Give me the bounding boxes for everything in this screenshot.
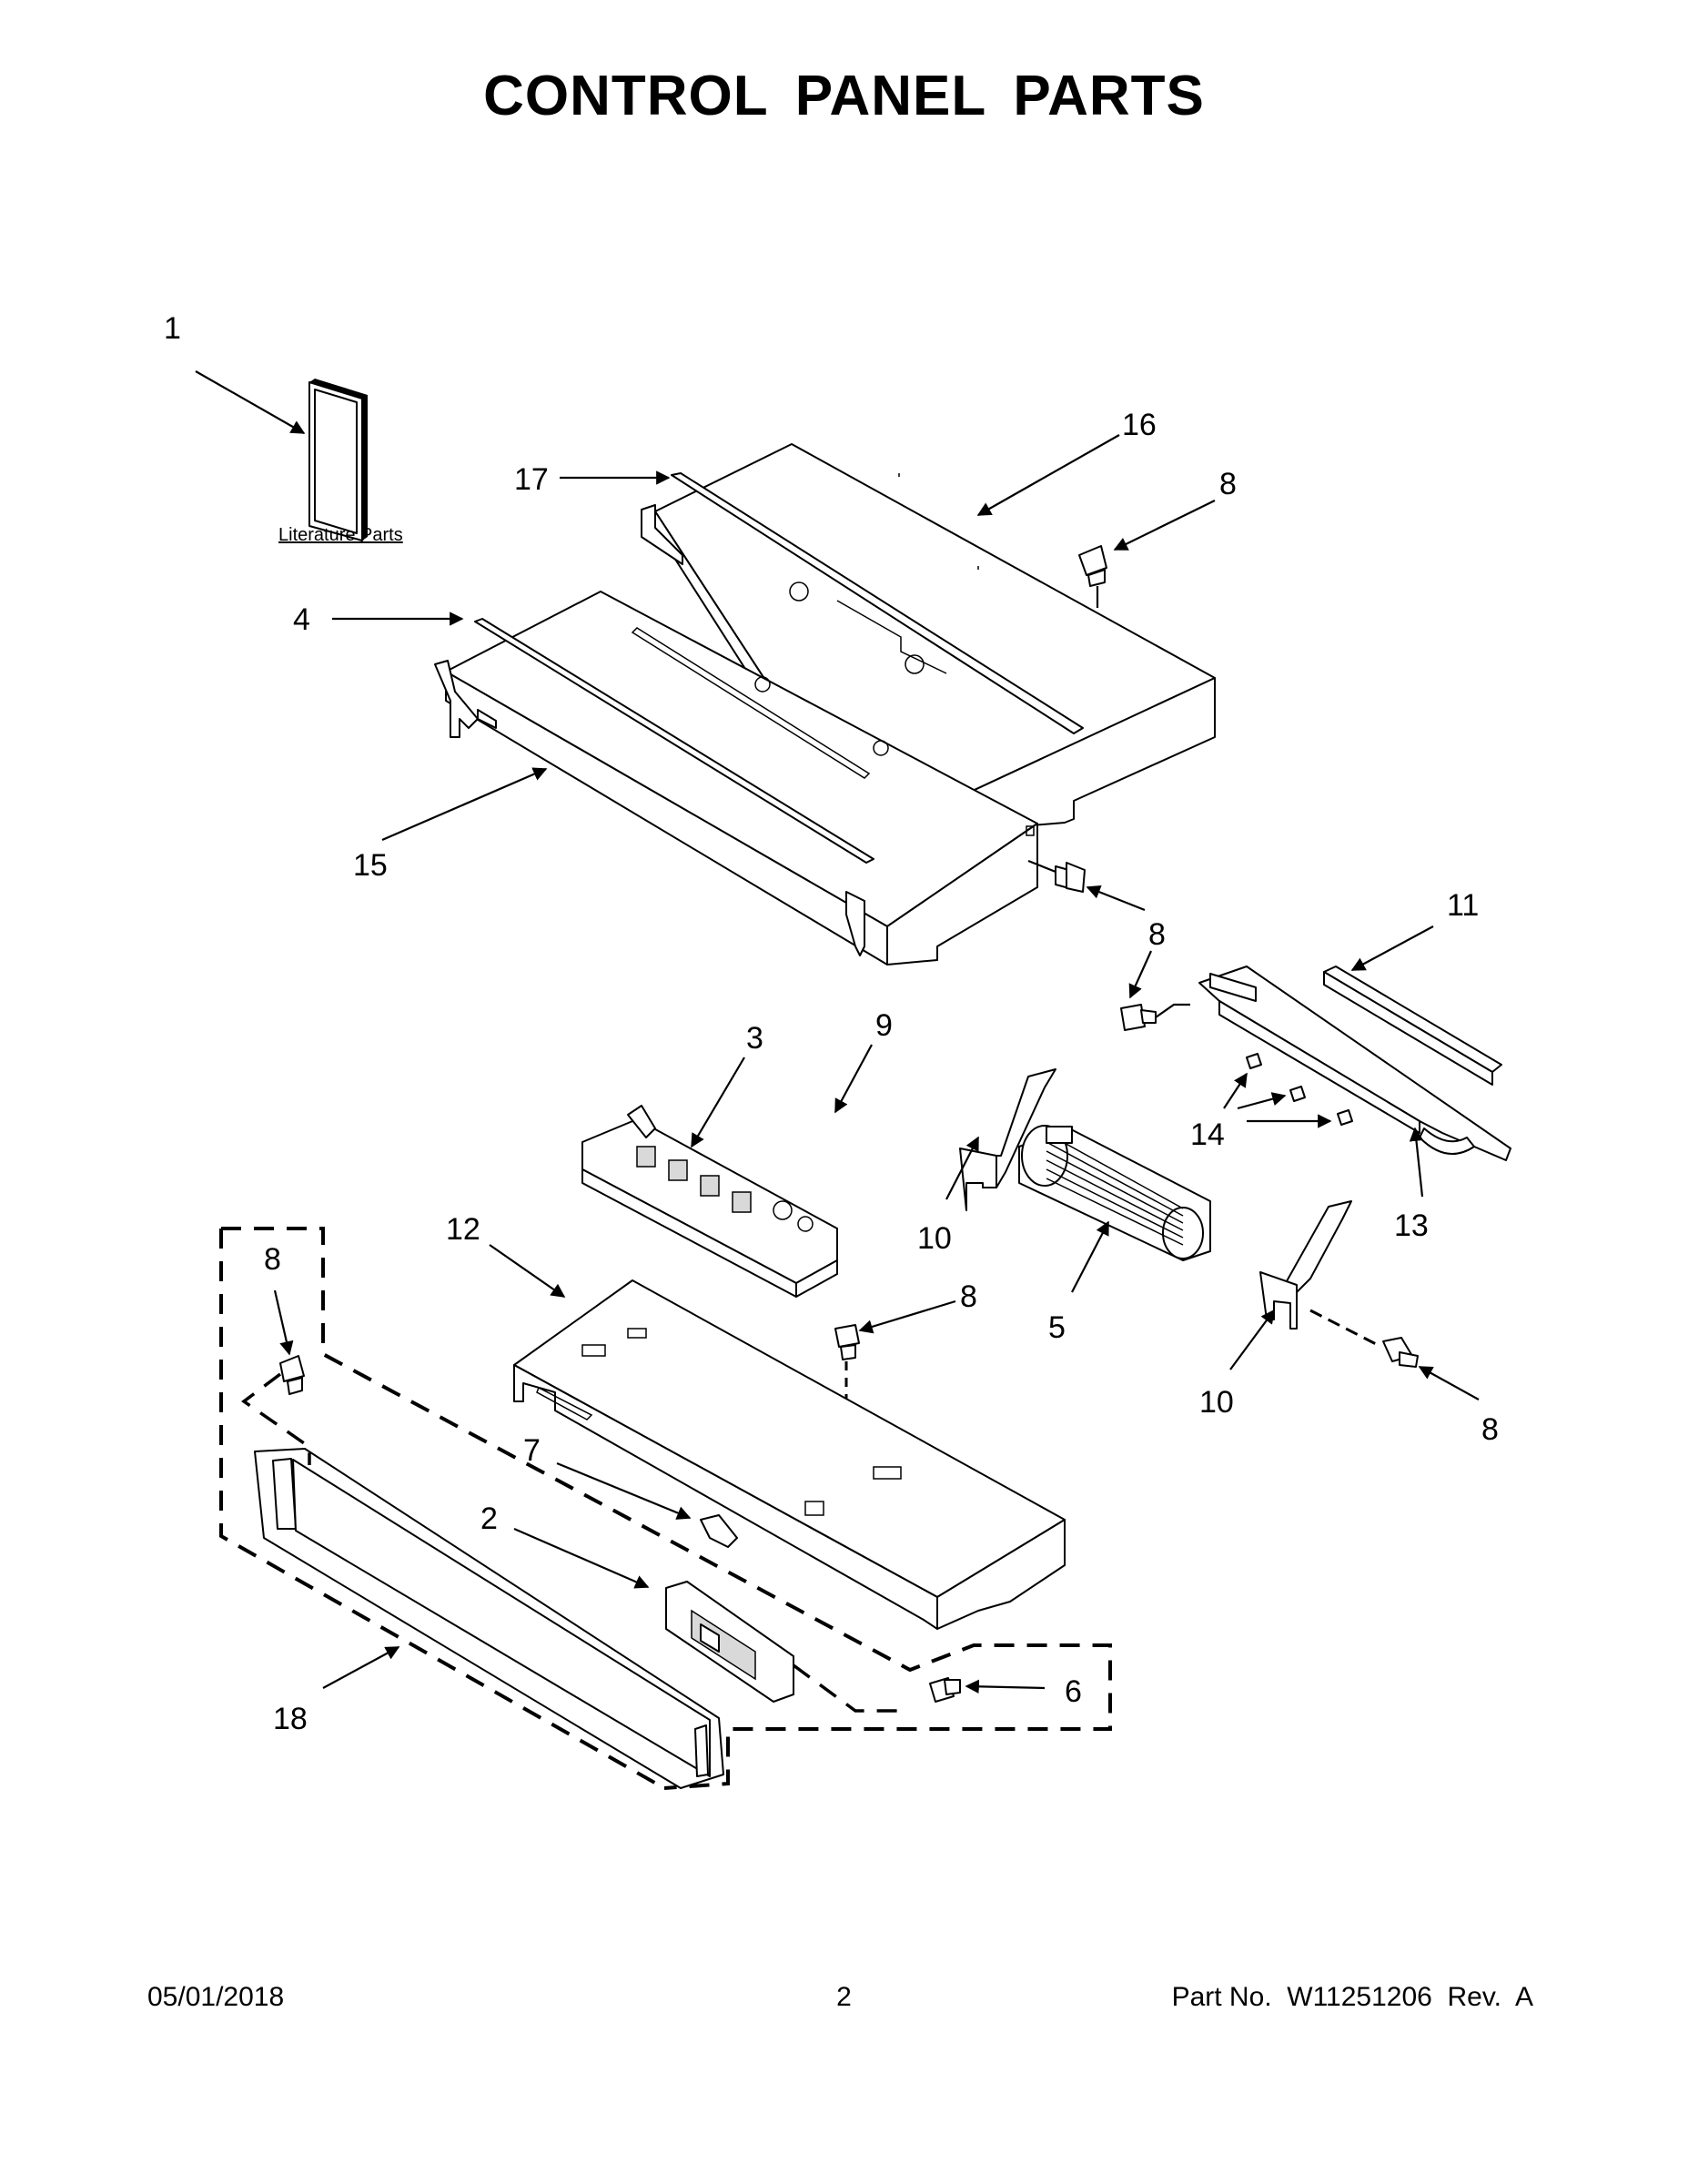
screw-8-bracket — [1120, 1003, 1190, 1031]
callout-13: 13 — [1394, 1208, 1429, 1243]
panel-12 — [513, 1279, 1066, 1630]
callout-11: 11 — [1447, 888, 1479, 923]
callout-5: 5 — [1048, 1310, 1066, 1345]
callout-8-right: 8 — [1481, 1412, 1499, 1447]
callout-9: 9 — [875, 1008, 893, 1043]
screw-8-side — [1027, 859, 1086, 893]
callout-2: 2 — [480, 1502, 498, 1536]
leader-2 — [513, 1527, 650, 1589]
callout-7: 7 — [523, 1433, 541, 1468]
leader-8a — [1113, 500, 1216, 551]
callout-18: 18 — [273, 1702, 308, 1736]
dashed-group-left — [221, 1227, 1112, 1790]
leader-12 — [489, 1244, 566, 1298]
callout-8-top: 8 — [1219, 467, 1237, 501]
callout-1: 1 — [164, 311, 181, 346]
callout-12: 12 — [446, 1212, 480, 1247]
bracket-13 — [1198, 966, 1511, 1161]
ui-board-2 — [665, 1581, 794, 1703]
leader-8e — [273, 1289, 294, 1356]
strip-11 — [1323, 966, 1502, 1086]
control-trim-18 — [254, 1448, 724, 1789]
dashed-link-left — [241, 1372, 311, 1465]
strip-4 — [474, 618, 874, 864]
bracket-10-left — [959, 1068, 1056, 1211]
screw-8-left — [279, 1355, 305, 1395]
clip-7 — [700, 1514, 738, 1548]
callout-17: 17 — [514, 462, 549, 497]
callout-8-board: 8 — [960, 1279, 977, 1314]
leader-8b — [1086, 885, 1146, 912]
leader-1 — [195, 370, 306, 434]
leader-16 — [976, 434, 1120, 516]
leader-14b — [1237, 1092, 1287, 1110]
blower-fan-5 — [1018, 1125, 1211, 1261]
footer-part-number: Part No. W11251206 Rev. A — [1171, 1982, 1533, 2012]
leader-3 — [691, 1057, 745, 1148]
screw-8-top — [1078, 545, 1107, 608]
callout-3: 3 — [746, 1021, 763, 1056]
dashed-group-outer — [219, 1228, 665, 1790]
callout-6: 6 — [1065, 1674, 1082, 1709]
callout-15: 15 — [353, 848, 388, 883]
leader-10b — [1229, 1309, 1275, 1370]
screw-8-right — [1309, 1309, 1419, 1368]
page-title: CONTROL PANEL PARTS — [483, 65, 1205, 127]
leader-7 — [556, 1461, 692, 1520]
leader-14a — [1223, 1072, 1248, 1109]
leader-5 — [1071, 1220, 1109, 1293]
footer-date: 05/01/2018 — [147, 1982, 285, 2012]
strip-17 — [671, 472, 1084, 734]
pins-14 — [1246, 1053, 1353, 1126]
leader-13 — [1409, 1127, 1424, 1198]
leader-10a — [945, 1136, 979, 1200]
callout-14: 14 — [1190, 1117, 1225, 1152]
literature-caption: Literature Parts — [278, 525, 403, 545]
leader-15 — [381, 767, 548, 842]
callout-8-left: 8 — [264, 1242, 281, 1277]
leader-8f — [1418, 1366, 1480, 1400]
leader-11 — [1350, 925, 1434, 971]
screw-8-board — [834, 1324, 860, 1420]
callout-10-left: 10 — [917, 1221, 952, 1256]
control-board-3 — [581, 1105, 838, 1298]
callout-10-right: 10 — [1199, 1385, 1234, 1420]
screw-6 — [929, 1677, 961, 1703]
leader-8d — [858, 1299, 956, 1334]
leader-18 — [322, 1646, 400, 1689]
dashed-link-board — [792, 1663, 901, 1713]
callout-4: 4 — [293, 602, 310, 637]
bracket-10-right — [1259, 1200, 1352, 1330]
leader-9 — [834, 1044, 873, 1114]
literature-booklet — [308, 379, 368, 541]
callout-8-side: 8 — [1148, 917, 1166, 952]
callout-16: 16 — [1122, 408, 1157, 442]
footer-page-number: 2 — [836, 1982, 852, 2012]
leader-8c — [1128, 950, 1153, 999]
leader-6 — [965, 1679, 1046, 1694]
lower-panel-15 — [434, 591, 1038, 966]
